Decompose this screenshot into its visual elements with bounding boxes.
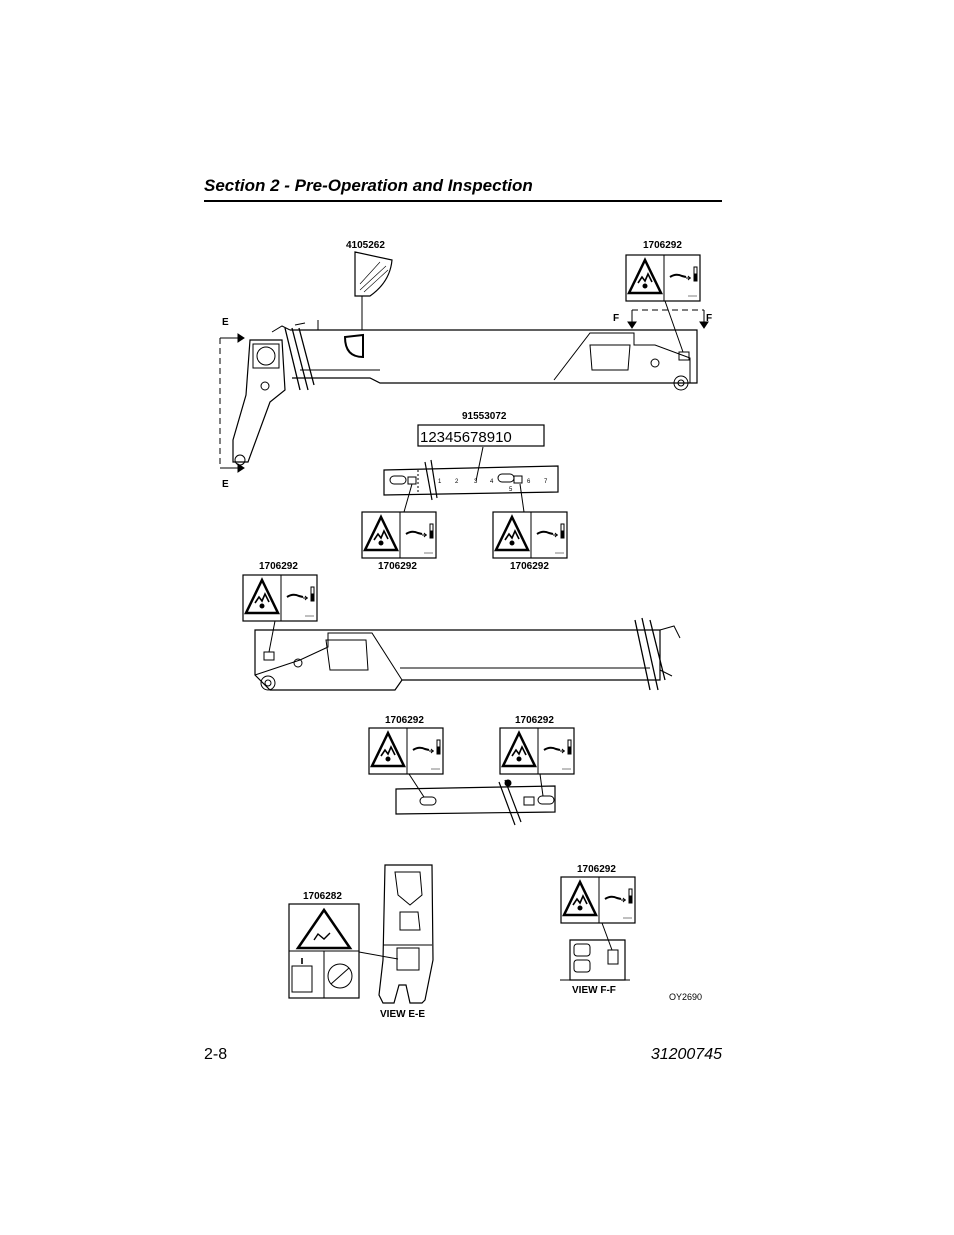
boom-mark: 1 [438, 479, 442, 485]
number-strip-text: 12345678910 [420, 429, 512, 446]
boom-mark: 4 [490, 479, 494, 485]
view-ff-decal-label: 1706292 [577, 864, 616, 875]
section-e-top-label: E [222, 317, 229, 328]
mid-right-decal-label: 1706292 [510, 561, 549, 572]
section-f-indicator [627, 309, 709, 329]
section-header: Section 2 - Pre-Operation and Inspection [204, 176, 722, 202]
figure-id: OY2690 [669, 992, 702, 1002]
warning-decal-mid-right [491, 510, 569, 560]
warning-decal-upper-left [241, 573, 319, 623]
lower-right-decal-label: 1706292 [515, 715, 554, 726]
view-ee-decal-label: 1706282 [303, 891, 342, 902]
section-title: Section 2 - Pre-Operation and Inspection [204, 176, 533, 195]
boom-pivot-bracket [232, 339, 286, 466]
boom-mark: 7 [544, 479, 548, 485]
angle-indicator-decal [354, 251, 393, 330]
view-ff-boom-end [560, 939, 630, 981]
upper-left-decal-label: 1706292 [259, 561, 298, 572]
warning-decal-mid-left [360, 510, 438, 560]
numbered-boom-section [383, 446, 559, 501]
warning-decal-lower-right [498, 726, 576, 776]
section-e-bottom-label: E [222, 479, 229, 490]
page-number: 2-8 [204, 1046, 228, 1063]
document-number: 31200745 [650, 1046, 722, 1063]
header-rule [204, 200, 722, 202]
number-strip-decal [417, 424, 545, 447]
number-decal-label: 91553072 [462, 411, 507, 422]
angle-decal-label: 4105262 [346, 240, 385, 251]
view-ee-caption: VIEW E-E [380, 1009, 425, 1020]
top-right-decal-label: 1706292 [643, 240, 682, 251]
warning-decal-1706282 [288, 903, 360, 999]
boom-mark: 6 [527, 479, 531, 485]
section-f-right-label: F [706, 313, 712, 324]
mid-left-decal-label: 1706292 [378, 561, 417, 572]
section-e-indicator [219, 333, 245, 473]
warning-decal-top-right [624, 253, 702, 303]
view-ee-pivot [378, 864, 434, 1004]
boom-mark: 5 [509, 487, 513, 493]
upper-boom [271, 320, 698, 391]
lower-left-decal-label: 1706292 [385, 715, 424, 726]
boom-mark: 3 [474, 479, 478, 485]
section-f-left-label: F [613, 313, 619, 324]
extension-boom-section [395, 779, 556, 826]
lower-boom [254, 617, 681, 691]
view-ff-caption: VIEW F-F [572, 985, 616, 996]
boom-mark: 2 [455, 479, 459, 485]
warning-decal-lower-left [367, 726, 445, 776]
warning-decal-view-ff [559, 875, 637, 925]
